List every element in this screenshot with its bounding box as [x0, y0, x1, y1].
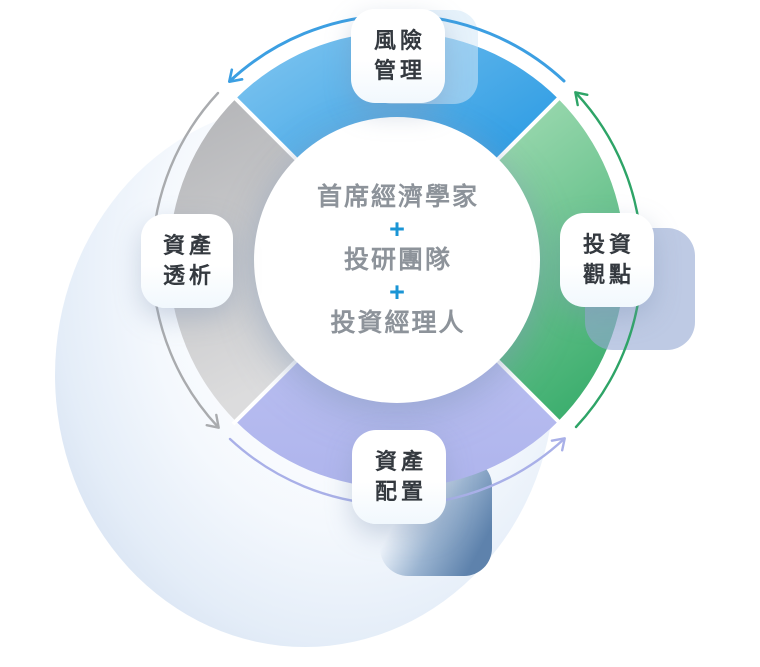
label-asset-allocation: 資產 配置 [352, 430, 446, 524]
label-line: 管理 [373, 58, 426, 83]
label-line: 資產 [162, 233, 215, 258]
label-line: 投資 [582, 232, 635, 257]
label-line: 配置 [374, 479, 427, 504]
label-line: 觀點 [582, 262, 635, 287]
label-line: 資產 [374, 449, 427, 474]
center-line-investment-managers: 投資經理人 [330, 308, 466, 337]
center-circle: 首席經濟學家 + 投研團隊 + 投資經理人 [254, 117, 540, 403]
label-investment-views: 投資 觀點 [560, 213, 654, 307]
plus-icon: + [389, 276, 405, 307]
segment-dividers [231, 94, 563, 426]
plus-icon: + [389, 213, 405, 244]
center-line-research-team: 投研團隊 [343, 245, 452, 274]
center-line-chief-economist: 首席經濟學家 [316, 182, 479, 211]
label-risk-management: 風險 管理 [351, 9, 445, 103]
label-line: 透析 [162, 263, 215, 288]
label-asset-analysis: 資產 透析 [141, 214, 233, 308]
label-line: 風險 [373, 28, 426, 53]
segment-asset-allocation [235, 360, 559, 488]
